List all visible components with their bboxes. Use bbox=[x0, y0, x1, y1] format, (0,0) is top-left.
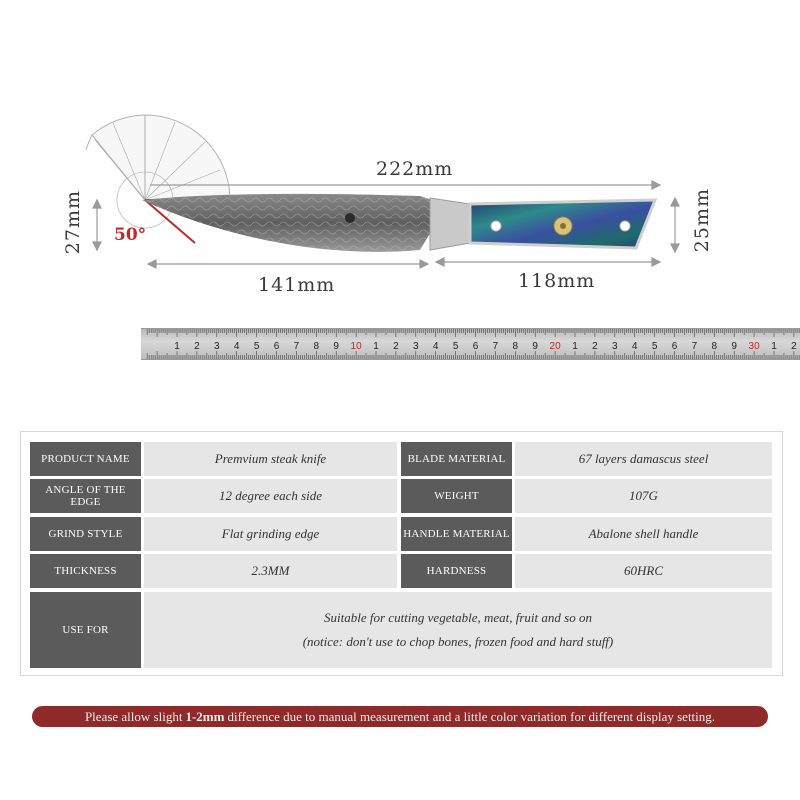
ruler-number: 5 bbox=[453, 341, 459, 352]
ruler: 123456789101234567892012345678930123 bbox=[141, 328, 800, 360]
grind-style-label: GRIND STYLE bbox=[30, 517, 141, 551]
ruler-number: 3 bbox=[214, 341, 220, 352]
hardness-label: HARDNESS bbox=[401, 554, 512, 588]
use-for-label: USE FOR bbox=[30, 592, 141, 668]
ruler-number: 3 bbox=[612, 341, 618, 352]
weight-label: WEIGHT bbox=[401, 479, 512, 513]
grind-style-value: Flat grinding edge bbox=[144, 517, 397, 551]
disclaimer-text-end: difference due to manual measurement and… bbox=[227, 708, 716, 724]
spec-table: PRODUCT NAME Premvium steak knife BLADE … bbox=[20, 431, 783, 676]
weight-value: 107G bbox=[515, 479, 772, 513]
blade-material-label: BLADE MATERIAL bbox=[401, 442, 512, 476]
ruler-number: 2 bbox=[393, 341, 399, 352]
product-name-label: PRODUCT NAME bbox=[30, 442, 141, 476]
disclaimer-text-start: Please allow slight bbox=[84, 708, 183, 724]
ruler-number: 4 bbox=[433, 341, 439, 352]
ruler-number: 4 bbox=[632, 341, 638, 352]
ruler-number: 6 bbox=[672, 341, 678, 352]
knife-bolster bbox=[429, 197, 471, 251]
protractor-graphic bbox=[85, 114, 231, 229]
handle-material-value: Abalone shell handle bbox=[515, 517, 772, 551]
hardness-value: 60HRC bbox=[515, 554, 772, 588]
total-length-label: 222mm bbox=[376, 158, 454, 180]
ruler-number: 8 bbox=[513, 341, 519, 352]
ruler-number: 2 bbox=[791, 341, 797, 352]
ruler-number: 9 bbox=[731, 341, 737, 352]
ruler-number: 9 bbox=[532, 341, 538, 352]
ruler-number: 2 bbox=[194, 341, 200, 352]
handle-length-label: 118mm bbox=[518, 270, 596, 292]
ruler-number: 1 bbox=[373, 341, 379, 352]
ruler-number: 2 bbox=[592, 341, 598, 352]
ruler-number: 3 bbox=[413, 341, 419, 352]
product-name-value: Premvium steak knife bbox=[144, 442, 397, 476]
thickness-value: 2.3MM bbox=[144, 554, 397, 588]
ruler-number: 5 bbox=[254, 341, 260, 352]
ruler-number: 6 bbox=[473, 341, 479, 352]
disclaimer-banner: Please allow slight 1-2mm difference due… bbox=[32, 706, 768, 727]
use-for-value: Suitable for cutting vegetable, meat, fr… bbox=[144, 592, 772, 668]
ruler-number: 4 bbox=[234, 341, 240, 352]
ruler-number: 8 bbox=[712, 341, 718, 352]
ruler-number: 7 bbox=[493, 341, 499, 352]
thickness-label: THICKNESS bbox=[30, 554, 141, 588]
blade-height-label: 27mm bbox=[62, 190, 84, 255]
ruler-ticks: 123456789101234567892012345678930123 bbox=[146, 329, 800, 359]
disclaimer-tolerance: 1-2mm bbox=[185, 708, 225, 724]
ruler-number: 6 bbox=[274, 341, 280, 352]
ruler-number: 20 bbox=[550, 341, 562, 352]
use-for-line-1: Suitable for cutting vegetable, meat, fr… bbox=[324, 610, 592, 625]
blade-length-label: 141mm bbox=[258, 274, 336, 296]
blade-material-value: 67 layers damascus steel bbox=[515, 442, 772, 476]
ruler-number: 5 bbox=[652, 341, 658, 352]
edge-angle-spec-label: ANGLE OF THE EDGE bbox=[30, 479, 141, 513]
use-for-line-2: (notice: don't use to chop bones, frozen… bbox=[302, 634, 614, 649]
ruler-number: 7 bbox=[294, 341, 300, 352]
knife-illustration bbox=[85, 114, 680, 269]
ruler-number: 7 bbox=[692, 341, 698, 352]
ruler-number: 10 bbox=[351, 341, 363, 352]
edge-angle-label: 50° bbox=[114, 225, 147, 245]
knife-diagram bbox=[0, 100, 800, 320]
ruler-number: 1 bbox=[174, 341, 180, 352]
ruler-number: 1 bbox=[572, 341, 578, 352]
edge-angle-spec-value: 12 degree each side bbox=[144, 479, 397, 513]
knife-handle bbox=[468, 198, 658, 250]
ruler-number: 9 bbox=[333, 341, 339, 352]
ruler-number: 8 bbox=[314, 341, 320, 352]
knife-blade bbox=[142, 193, 432, 252]
handle-height-label: 25mm bbox=[691, 188, 713, 253]
handle-material-label: HANDLE MATERIAL bbox=[401, 517, 512, 551]
ruler-number: 1 bbox=[771, 341, 777, 352]
ruler-number: 30 bbox=[749, 341, 761, 352]
